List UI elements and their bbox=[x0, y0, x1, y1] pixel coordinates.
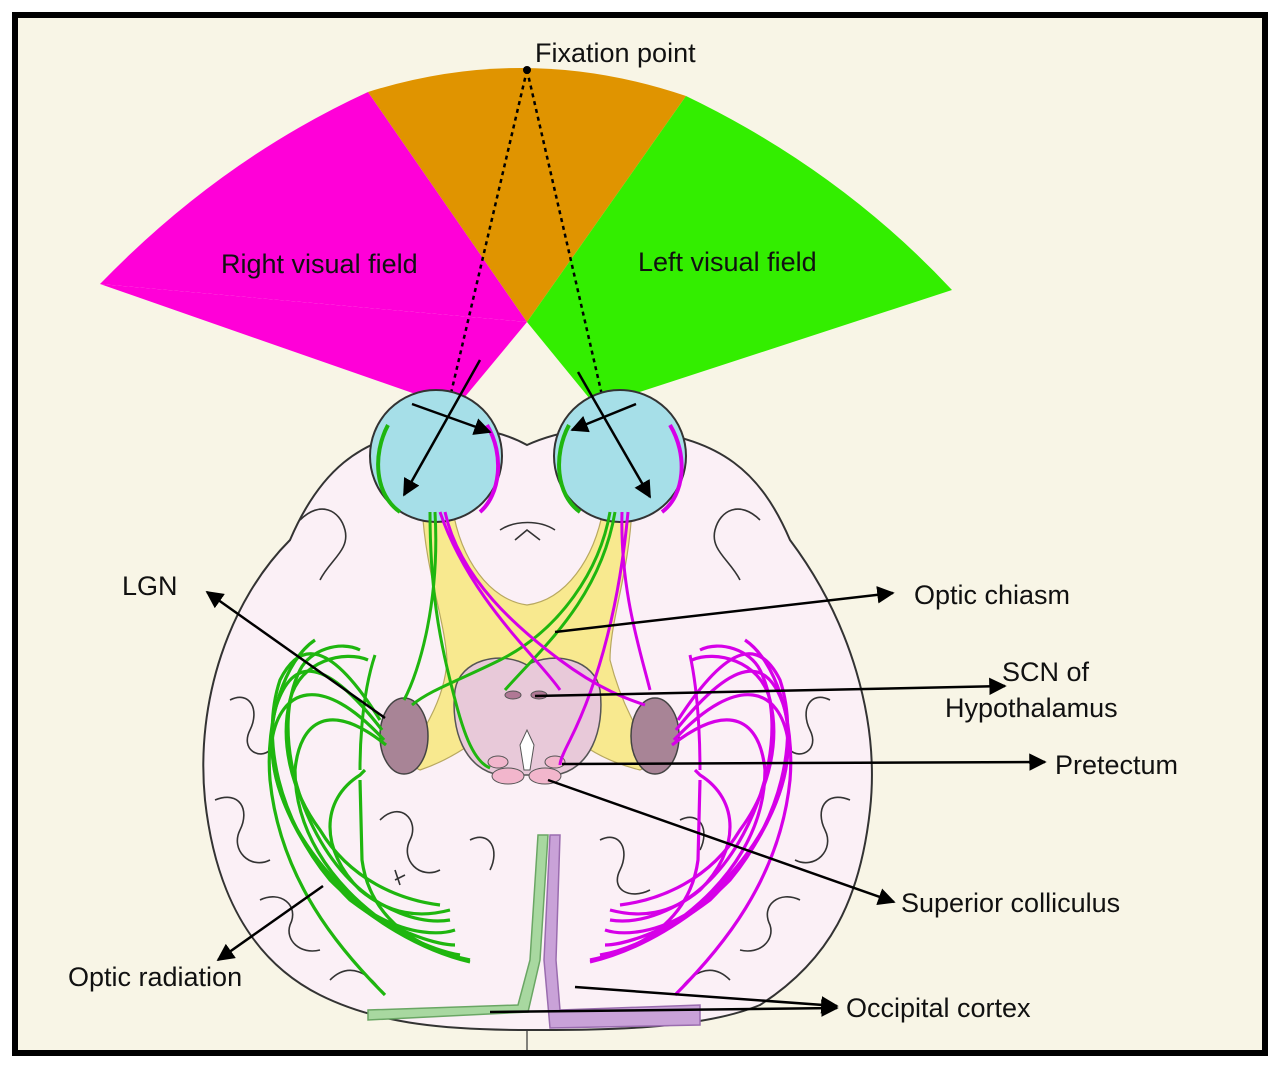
lgn-pointer-arrow bbox=[205, 590, 386, 720]
fixation-line-right-eye bbox=[422, 69, 529, 509]
ray-arrow-left-eye-temporal bbox=[576, 371, 652, 499]
lgn-right bbox=[379, 697, 429, 775]
lgn-label: LGN bbox=[122, 571, 178, 601]
right-lower-extension bbox=[100, 284, 527, 404]
green-optic-radiation bbox=[267, 638, 471, 997]
left-visual-field-label: Left visual field bbox=[638, 247, 817, 277]
optic-chiasm-label: Optic chiasm bbox=[914, 580, 1070, 610]
pretectum-label: Pretectum bbox=[1055, 750, 1178, 780]
left-visual-field-sector bbox=[527, 96, 952, 404]
occipital-cortex-pointer-arrow-1 bbox=[489, 999, 839, 1017]
occipital-cortex-pointer-arrow-2 bbox=[574, 985, 839, 1014]
superior-colliculus-left bbox=[528, 767, 562, 785]
ray-arrow-right-eye-nasal bbox=[402, 359, 482, 497]
green-optic-fibers bbox=[358, 511, 617, 771]
pretectum-pointer-arrow bbox=[561, 753, 1047, 771]
scn-label-line1: SCN of bbox=[1002, 657, 1090, 687]
right-visual-field-label: Right visual field bbox=[221, 249, 418, 279]
right-eye bbox=[369, 389, 503, 523]
pretectum-right bbox=[487, 755, 509, 769]
fixation-point-label: Fixation point bbox=[535, 38, 696, 68]
optic-radiation-pointer-arrow bbox=[216, 884, 324, 962]
scn-right-nucleus bbox=[504, 690, 522, 700]
ray-arrow-right-eye-temporal bbox=[411, 402, 492, 435]
center-visual-field-sector bbox=[368, 67, 686, 322]
superior-colliculus-label: Superior colliculus bbox=[901, 888, 1120, 918]
visual-field-fan bbox=[100, 66, 952, 509]
fixation-line-left-eye bbox=[525, 69, 630, 509]
optic-radiation-label: Optic radiation bbox=[68, 962, 242, 992]
scn-pointer-arrow bbox=[534, 677, 1007, 698]
occipital-cortex-label: Occipital cortex bbox=[846, 993, 1031, 1023]
optic-chiasm-pointer-arrow bbox=[554, 586, 895, 634]
magenta-optic-radiation bbox=[589, 638, 793, 997]
scn-label-line2: Hypothalamus bbox=[945, 693, 1118, 723]
right-visual-field-sector bbox=[100, 92, 527, 322]
superior-colliculus-right bbox=[491, 767, 525, 785]
magenta-optic-fibers bbox=[438, 511, 702, 771]
superior-colliculus-pointer-arrow bbox=[547, 778, 896, 906]
occipital-cortex-right bbox=[367, 834, 549, 1021]
